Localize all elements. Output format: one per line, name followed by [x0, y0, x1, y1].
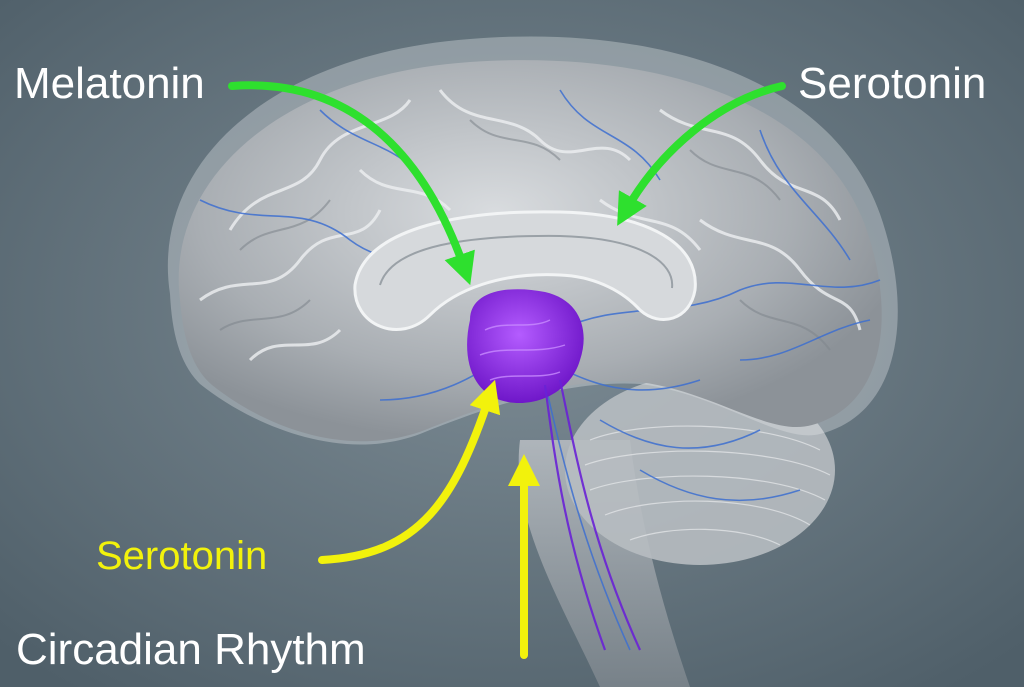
label-melatonin: Melatonin	[14, 59, 205, 108]
label-circadian-rhythm: Circadian Rhythm	[16, 625, 366, 674]
cerebellum	[565, 375, 835, 565]
label-serotonin-top: Serotonin	[798, 59, 987, 108]
brain-stem	[518, 440, 690, 687]
purple-fibers	[543, 379, 642, 651]
hypothalamus	[467, 289, 584, 404]
corpus-callosum-inner	[379, 234, 674, 289]
cerebellum-folia	[584, 425, 831, 546]
arrow-serotonin-top	[617, 82, 786, 226]
arrow-serotonin-bottom	[318, 379, 501, 564]
arrow-melatonin	[228, 81, 475, 286]
hypothalamus-texture	[479, 319, 566, 381]
sulci	[219, 119, 831, 351]
gyri	[199, 89, 862, 362]
label-serotonin-bottom: Serotonin	[96, 534, 268, 578]
